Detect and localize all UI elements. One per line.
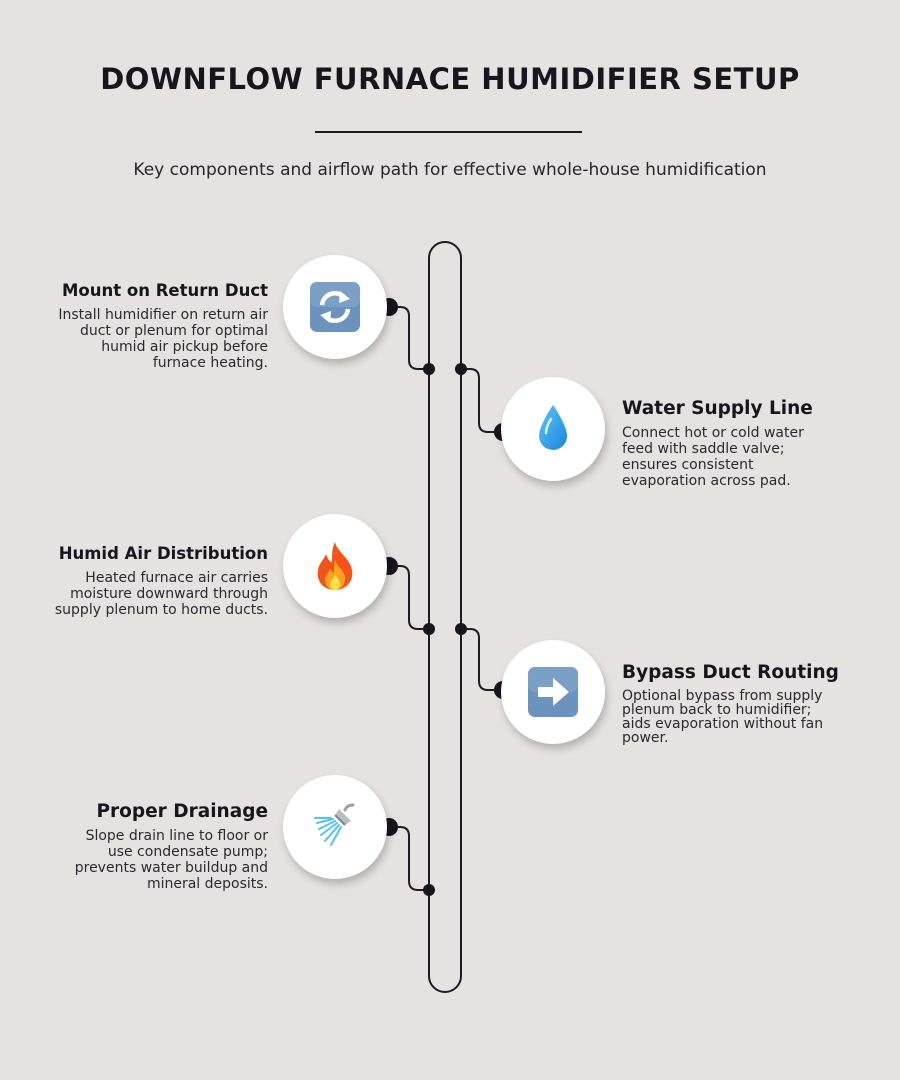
connector-step-2	[461, 368, 503, 433]
central-spine	[428, 241, 462, 993]
step-1-description: Install humidifier on return air duct or…	[58, 307, 268, 371]
step-4-card: Bypass Duct Routing Optional bypass from…	[622, 662, 840, 746]
step-3-card: Humid Air Distribution Heated furnace ai…	[46, 544, 268, 618]
spine-junction-step-3	[423, 623, 435, 635]
step-2-description: Connect hot or cold water feed with sadd…	[622, 425, 804, 489]
step-5-title: Proper Drainage	[96, 801, 269, 822]
step-2-title: Water Supply Line	[622, 398, 813, 419]
connector-step-5	[389, 826, 429, 891]
connector-step-1	[389, 306, 429, 370]
fire-icon	[317, 542, 353, 590]
page-subtitle: Key components and airflow path for effe…	[133, 160, 767, 180]
right-arrow-icon	[528, 667, 578, 717]
spine-junction-step-5	[423, 884, 435, 896]
step-4-icon-circle	[501, 640, 605, 744]
step-4-description: Optional bypass from supply plenum back …	[622, 688, 824, 746]
step-5-description: Slope drain line to floor or use condens…	[74, 828, 268, 892]
step-1-title: Mount on Return Duct	[62, 281, 268, 300]
page-title: DOWNFLOW FURNACE HUMIDIFIER SETUP	[100, 62, 800, 96]
step-3-icon-circle	[283, 514, 387, 618]
connector-step-3	[389, 565, 429, 630]
step-2-card: Water Supply Line Connect hot or cold wa…	[622, 398, 837, 490]
step-2-icon-circle	[501, 377, 605, 481]
cycle-arrows-icon	[310, 282, 360, 332]
step-5-icon-circle	[283, 775, 387, 879]
spine-junction-step-2	[455, 363, 467, 375]
spine-junction-step-4	[455, 623, 467, 635]
step-5-card: Proper Drainage Slope drain line to floo…	[46, 801, 269, 893]
connector-step-4	[461, 628, 503, 691]
step-1-card: Mount on Return Duct Install humidifier …	[46, 281, 268, 371]
step-3-description: Heated furnace air carries moisture down…	[54, 570, 268, 618]
step-4-title: Bypass Duct Routing	[622, 662, 839, 683]
title-divider	[315, 131, 582, 133]
step-3-title: Humid Air Distribution	[58, 544, 268, 563]
spine-junction-step-1	[423, 363, 435, 375]
step-1-icon-circle	[283, 255, 387, 359]
water-drop-icon	[539, 405, 567, 450]
shower-head-icon	[314, 803, 355, 846]
